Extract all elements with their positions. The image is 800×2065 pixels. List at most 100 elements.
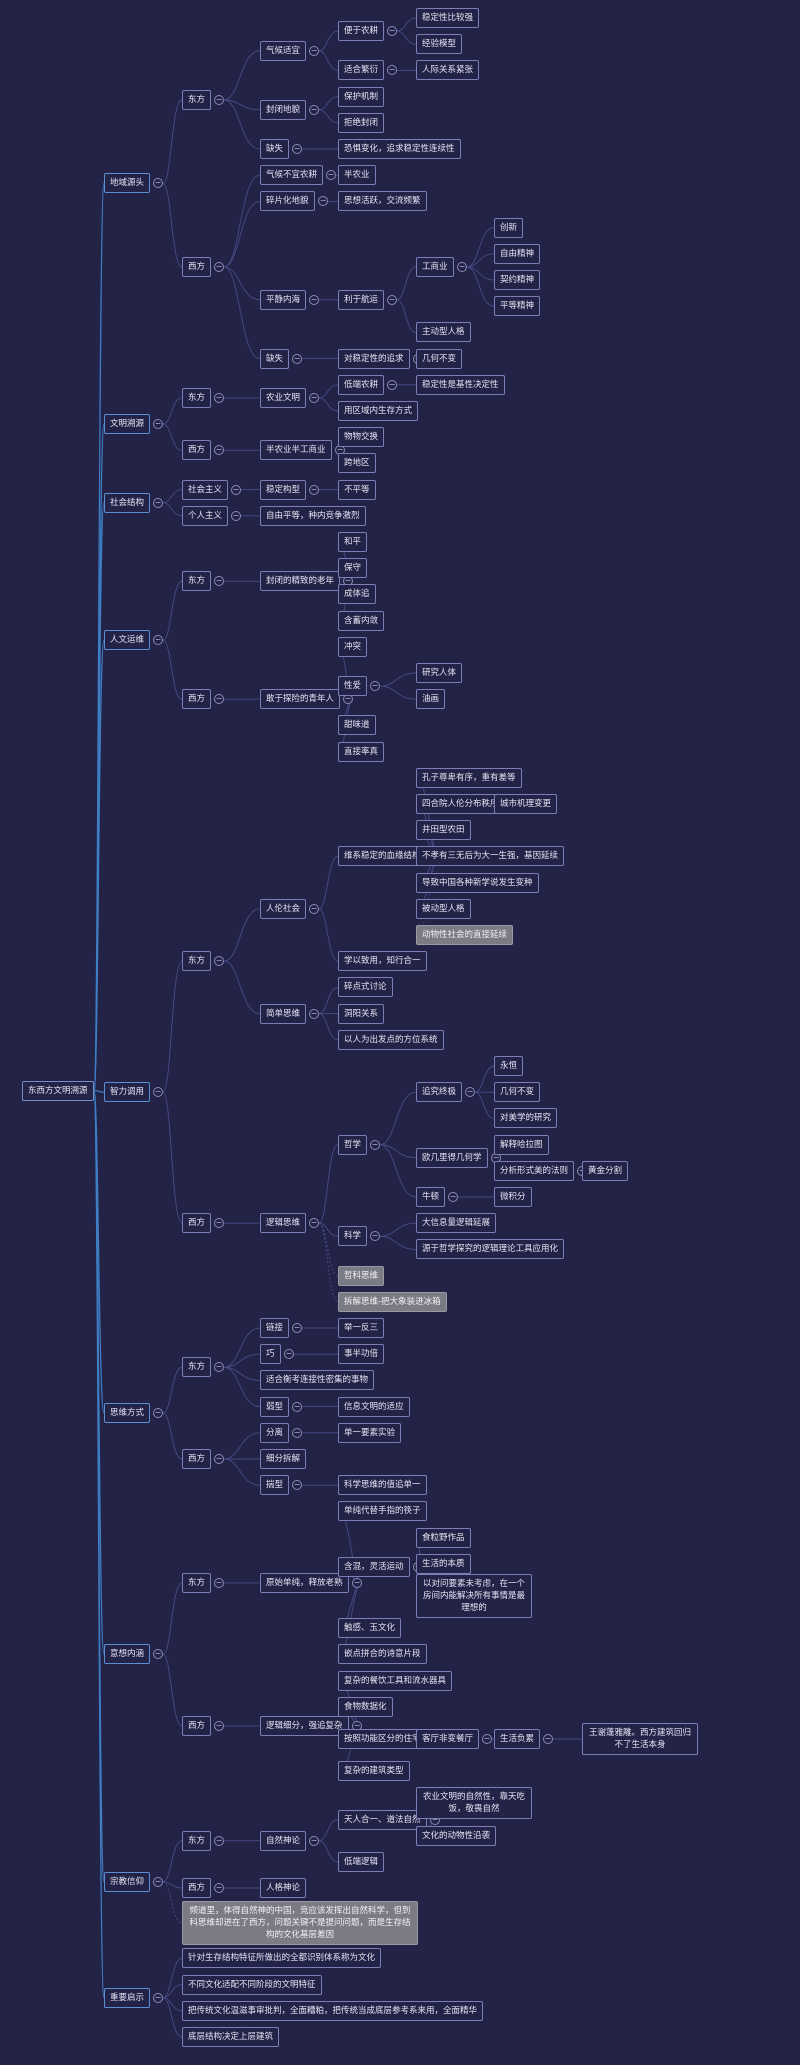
mindmap-node-level-4[interactable]: 事半功倍: [338, 1344, 385, 1365]
mindmap-node-level-5[interactable]: 四合院人伦分布秩序: [416, 794, 505, 814]
mindmap-node-level-3[interactable]: 揣型: [260, 1475, 290, 1496]
collapse-toggle-icon[interactable]: −: [309, 45, 319, 56]
mindmap-node-level-4[interactable]: 对稳定性的追求: [338, 348, 410, 369]
mindmap-node-level-5[interactable]: 导致中国各种新学说发生变种: [416, 872, 539, 893]
mindmap-node-level-2[interactable]: 西方: [182, 1715, 212, 1736]
mindmap-node-level-4[interactable]: 科学思维的值追单一: [338, 1475, 427, 1496]
mindmap-node-level-5[interactable]: 追究终极: [416, 1082, 463, 1103]
collapse-toggle-icon[interactable]: −: [326, 170, 336, 181]
collapse-toggle-icon[interactable]: −: [309, 903, 319, 914]
mindmap-node-level-3[interactable]: 简单思维: [260, 1003, 307, 1024]
collapse-toggle-icon[interactable]: −: [352, 1577, 362, 1588]
mindmap-node-level-2[interactable]: 底层结构决定上层建筑: [182, 2027, 280, 2047]
mindmap-node-level-7[interactable]: 王谢蓬雅雕。西方建筑回归不了生活本身: [582, 1723, 698, 1755]
mindmap-node-level-3[interactable]: 巧: [260, 1344, 281, 1365]
mindmap-node-level-4[interactable]: 性爱: [338, 676, 368, 697]
mindmap-node-level-6[interactable]: 自由精神: [494, 243, 541, 264]
mindmap-node-level-7[interactable]: 黄金分割: [582, 1160, 629, 1181]
mindmap-node-level-5[interactable]: 工商业: [416, 256, 454, 277]
collapse-toggle-icon[interactable]: −: [370, 1139, 380, 1150]
mindmap-node-level-3[interactable]: 逻辑细分，强追复杂: [260, 1715, 349, 1736]
mindmap-node-level-4[interactable]: 低端农耕: [338, 374, 385, 395]
mindmap-node-level-2[interactable]: 西方: [182, 1213, 212, 1234]
mindmap-node-level-3[interactable]: 链接: [260, 1318, 290, 1338]
collapse-toggle-icon[interactable]: −: [214, 1577, 224, 1588]
mindmap-node-level-4[interactable]: 复杂的建筑类型: [338, 1761, 410, 1782]
mindmap-node-level-3[interactable]: 原始单纯，释放老熟: [260, 1572, 349, 1593]
mindmap-node-level-2[interactable]: 东方: [182, 1357, 212, 1378]
mindmap-node-level-4[interactable]: 洞阳关系: [338, 1003, 385, 1024]
mindmap-node-level-2[interactable]: 把传统文化温滋事审批判，全面糟粕，把传统当成底层参考系来用，全面精华: [182, 2000, 484, 2021]
mindmap-node-level-1[interactable]: 智力调用: [104, 1082, 151, 1103]
mindmap-node-level-5[interactable]: 几何不变: [416, 348, 463, 369]
collapse-toggle-icon[interactable]: −: [387, 65, 397, 76]
mindmap-node-level-4[interactable]: 嵌点拼合的诗意片段: [338, 1644, 427, 1665]
mindmap-node-level-4[interactable]: 思想活跃，交流频繁: [338, 191, 427, 212]
collapse-toggle-icon[interactable]: −: [214, 1883, 224, 1893]
mindmap-node-level-2[interactable]: 社会主义: [182, 479, 229, 500]
mindmap-node-level-1[interactable]: 地域源头: [104, 173, 151, 194]
mindmap-node-level-5[interactable]: 井田型农田: [416, 820, 471, 841]
mindmap-node-level-1[interactable]: 社会结构: [104, 492, 151, 513]
mindmap-node-level-4[interactable]: 便于农耕: [338, 21, 385, 42]
collapse-toggle-icon[interactable]: −: [370, 1231, 380, 1242]
mindmap-node-level-4[interactable]: 单纯代替手指的筷子: [338, 1501, 427, 1522]
collapse-toggle-icon[interactable]: −: [214, 956, 224, 967]
mindmap-node-level-5[interactable]: 客厅非变餐厅: [416, 1729, 480, 1749]
mindmap-node-level-4[interactable]: 恐惧变化，追求稳定性连续性: [338, 139, 461, 159]
collapse-toggle-icon[interactable]: −: [309, 1218, 319, 1229]
mindmap-node-level-5[interactable]: 主动型人格: [416, 322, 471, 343]
mindmap-node-level-6[interactable]: 创新: [494, 217, 524, 238]
mindmap-node-level-4[interactable]: 哲学: [338, 1134, 368, 1155]
mindmap-node-level-3[interactable]: 半农业半工商业: [260, 440, 332, 461]
mindmap-root-node[interactable]: 东西方文明溯源: [22, 1080, 94, 1101]
mindmap-node-level-5[interactable]: 牛顿: [416, 1187, 446, 1207]
mindmap-node-level-5[interactable]: 生活的本质: [416, 1553, 471, 1574]
mindmap-node-level-2[interactable]: 东方: [182, 951, 212, 972]
mindmap-node-level-5[interactable]: 稳定性比较强: [416, 8, 480, 28]
mindmap-node-level-2[interactable]: 东方: [182, 89, 212, 110]
mindmap-node-level-4[interactable]: 科学: [338, 1226, 368, 1247]
mindmap-node-level-4[interactable]: 物物交换: [338, 427, 385, 448]
mindmap-node-level-1[interactable]: 文明溯源: [104, 414, 151, 435]
collapse-toggle-icon[interactable]: −: [465, 1087, 475, 1098]
mindmap-node-level-2[interactable]: 东方: [182, 1572, 212, 1593]
mindmap-node-level-4[interactable]: 和平: [338, 532, 368, 552]
collapse-toggle-icon[interactable]: −: [153, 1408, 163, 1419]
mindmap-node-level-4[interactable]: 信息文明的适应: [338, 1396, 410, 1417]
mindmap-node-level-2[interactable]: 西方: [182, 1878, 212, 1898]
mindmap-node-level-6[interactable]: 契约精神: [494, 270, 541, 290]
mindmap-node-level-1[interactable]: 宗教信仰: [104, 1871, 151, 1892]
mindmap-node-level-4[interactable]: 成体追: [338, 584, 376, 605]
collapse-toggle-icon[interactable]: −: [153, 419, 163, 430]
collapse-toggle-icon[interactable]: −: [292, 1427, 302, 1438]
mindmap-node-level-5[interactable]: 农业文明的自然性，靠天吃饭，敬畏自然: [416, 1787, 532, 1820]
collapse-toggle-icon[interactable]: −: [387, 26, 397, 37]
mindmap-node-level-4[interactable]: 拆解思维-把大象装进冰箱: [338, 1291, 447, 1312]
mindmap-node-level-5[interactable]: 以对问要素未考虑，在一个房间内能解决所有事情是最理想的: [416, 1574, 532, 1618]
mindmap-node-level-4[interactable]: 半农业: [338, 165, 376, 186]
mindmap-node-level-3[interactable]: 适合衡考连接性密集的事物: [260, 1370, 375, 1391]
mindmap-node-level-3[interactable]: 农业文明: [260, 387, 307, 408]
mindmap-node-level-5[interactable]: 欧几里得几何学: [416, 1147, 488, 1168]
mindmap-node-level-3[interactable]: 稳定构型: [260, 479, 307, 500]
mindmap-node-level-2[interactable]: 西方: [182, 1449, 212, 1469]
mindmap-node-level-4[interactable]: 用区域内生存方式: [338, 401, 419, 421]
mindmap-node-level-2[interactable]: 东方: [182, 571, 212, 592]
collapse-toggle-icon[interactable]: −: [387, 294, 397, 305]
mindmap-node-level-3[interactable]: 缺失: [260, 139, 290, 159]
mindmap-node-level-5[interactable]: 动物性社会的直接延续: [416, 925, 514, 945]
collapse-toggle-icon[interactable]: −: [153, 1876, 163, 1887]
mindmap-node-level-4[interactable]: 拒绝封闭: [338, 112, 385, 133]
mindmap-node-level-3[interactable]: 自由平等，种内竞争激烈: [260, 505, 366, 526]
collapse-toggle-icon[interactable]: −: [482, 1734, 492, 1744]
collapse-toggle-icon[interactable]: −: [214, 392, 224, 403]
mindmap-node-level-4[interactable]: 单一要素实验: [338, 1422, 402, 1443]
mindmap-node-level-3[interactable]: 细分拆解: [260, 1449, 307, 1469]
collapse-toggle-icon[interactable]: −: [231, 484, 241, 495]
mindmap-node-level-5[interactable]: 孔子尊卑有序，重有差等: [416, 767, 522, 788]
mindmap-node-level-3[interactable]: 气候不宜农耕: [260, 165, 324, 186]
mindmap-node-level-5[interactable]: 人际关系紧张: [416, 60, 480, 81]
collapse-toggle-icon[interactable]: −: [457, 261, 467, 272]
collapse-toggle-icon[interactable]: −: [214, 1835, 224, 1846]
